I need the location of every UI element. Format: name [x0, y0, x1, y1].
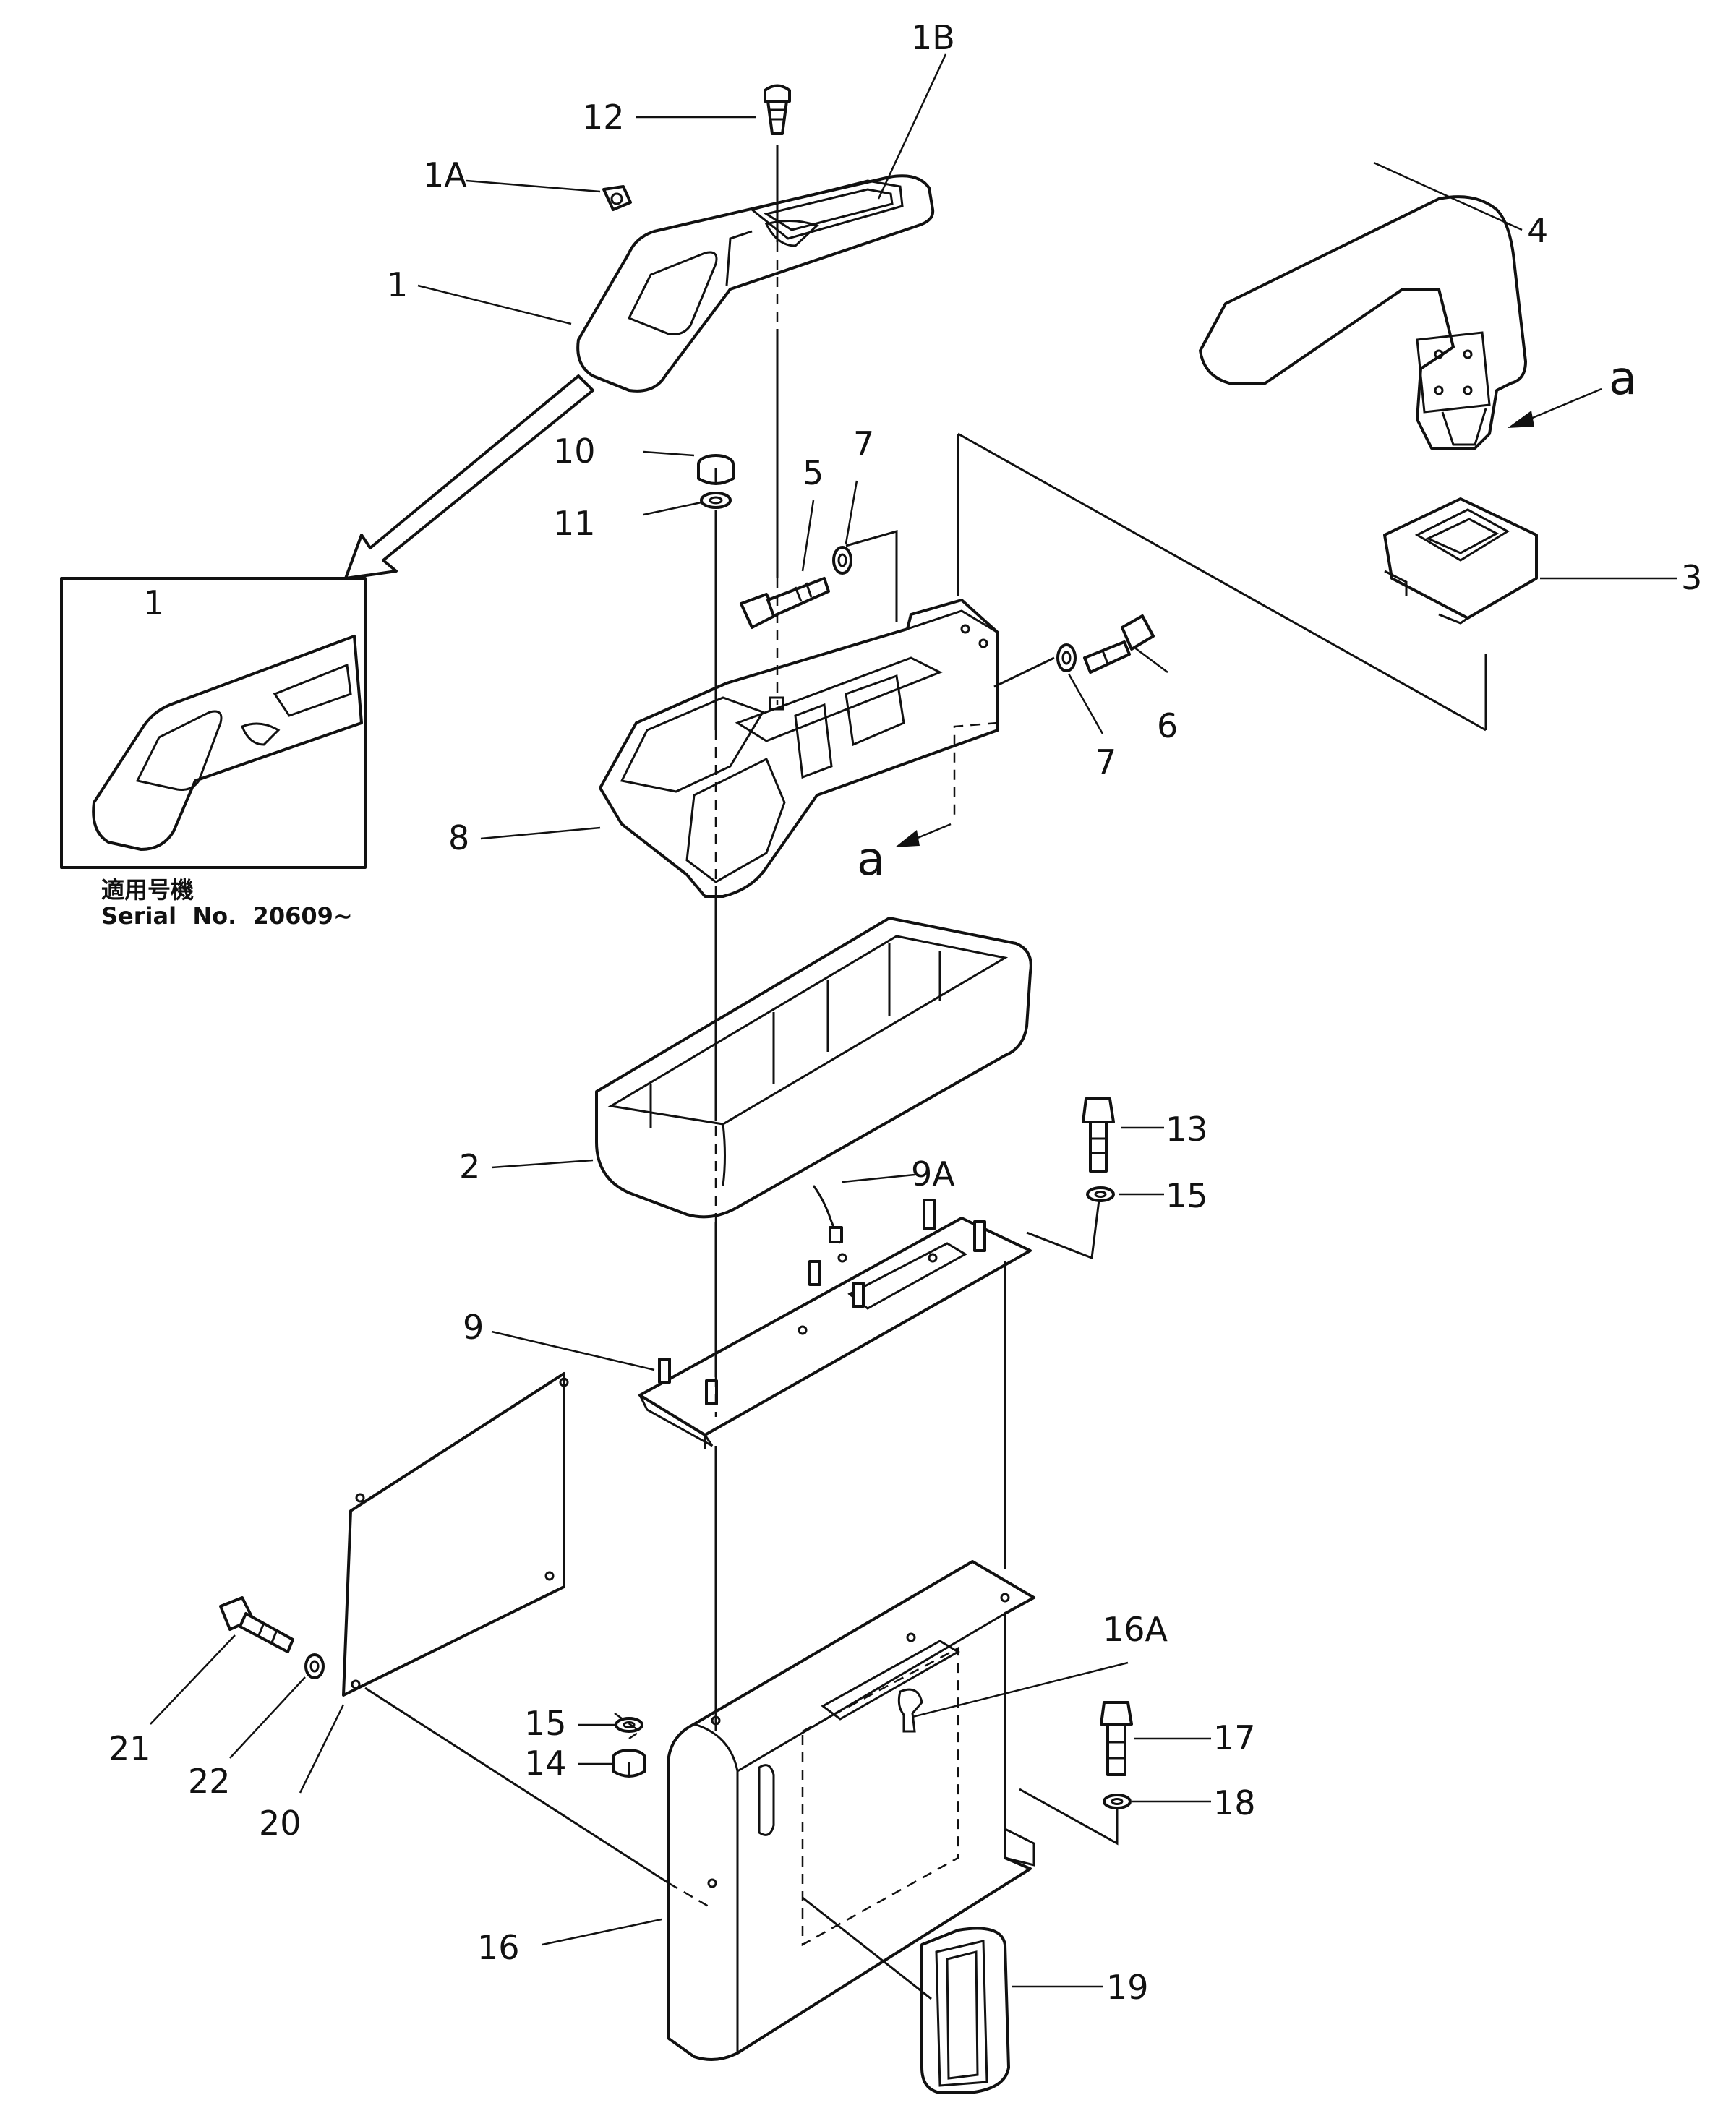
part-3-bracket: [1383, 497, 1538, 625]
label-inset-1: 1: [143, 583, 164, 622]
label-9a: 9A: [911, 1154, 955, 1194]
part-15-washer-b: [615, 1717, 643, 1733]
part-13-bolt: [1082, 1097, 1115, 1173]
view-arrow-a-mid: [895, 823, 952, 847]
label-20: 20: [259, 1804, 302, 1843]
label-14: 14: [524, 1744, 567, 1783]
label-9: 9: [463, 1308, 484, 1347]
label-15-right: 15: [1166, 1176, 1208, 1215]
label-12: 12: [582, 98, 625, 137]
part-21-bolt: [219, 1596, 294, 1653]
label-11: 11: [553, 504, 596, 543]
label-18: 18: [1213, 1783, 1256, 1822]
label-21: 21: [108, 1729, 151, 1768]
label-6: 6: [1157, 706, 1178, 745]
part-7-washer-a: [832, 546, 852, 575]
part-20-side-plate: [342, 1372, 569, 1697]
label-1: 1: [387, 265, 408, 304]
part-7-washer-b: [1056, 643, 1077, 672]
inset-note-line1: 適用号機: [101, 876, 194, 904]
label-2: 2: [459, 1147, 480, 1186]
label-5: 5: [803, 453, 824, 492]
part-11-washer: [700, 492, 732, 509]
part-16-base-box: [667, 1560, 1035, 2061]
label-3: 3: [1681, 558, 1702, 597]
part-2-tray: [595, 917, 1032, 1219]
label-view-a-mid: a: [857, 833, 885, 886]
label-4: 4: [1527, 211, 1548, 250]
inset-note-line2: Serial No. 20609∼: [101, 902, 353, 930]
part-15-washer-a: [1086, 1186, 1115, 1202]
part-1-top-cover: [576, 174, 935, 393]
part-8-console-frame: [599, 599, 999, 898]
inset-serial-note: 適用号機 Serial No. 20609∼: [101, 876, 353, 930]
part-4-armrest-handle: [1199, 195, 1527, 450]
label-7-right: 7: [1095, 742, 1116, 781]
label-8: 8: [448, 818, 469, 857]
part-1a-clip: [602, 185, 632, 211]
part-12-screw: [764, 84, 791, 135]
part-5-bolt: [740, 577, 830, 629]
label-13: 13: [1166, 1110, 1208, 1149]
label-1b: 1B: [911, 18, 955, 57]
part-18-washer: [1103, 1794, 1132, 1809]
part-6-bolt: [1083, 614, 1155, 674]
leader-lines: [150, 53, 1677, 1988]
label-1a: 1A: [423, 155, 467, 194]
part-10-nut: [697, 454, 735, 485]
label-16a: 16A: [1103, 1610, 1168, 1649]
label-10: 10: [553, 432, 596, 471]
part-22-washer: [304, 1653, 325, 1679]
inset-arrow: [344, 374, 594, 580]
label-17: 17: [1213, 1718, 1256, 1757]
part-14-nut: [612, 1749, 646, 1778]
callout-labels: 1 1A 1B 12 4 3 10 11 5 7 6 7 8 2 9A 13 1…: [108, 18, 1702, 2007]
label-view-a-top: a: [1609, 352, 1637, 406]
label-16: 16: [477, 1928, 520, 1967]
part-17-bolt: [1100, 1701, 1133, 1776]
label-22: 22: [188, 1762, 231, 1801]
part-9-plate: [638, 1199, 1032, 1449]
label-15-left: 15: [524, 1704, 567, 1743]
assembly-lines: [364, 145, 1487, 2000]
part-19-pocket: [920, 1927, 1010, 2094]
part-9a-wire: [812, 1185, 847, 1263]
inset-box: [60, 577, 367, 869]
label-7-top: 7: [853, 424, 874, 463]
label-19: 19: [1106, 1968, 1149, 2007]
view-arrow-a-top: [1508, 387, 1602, 428]
